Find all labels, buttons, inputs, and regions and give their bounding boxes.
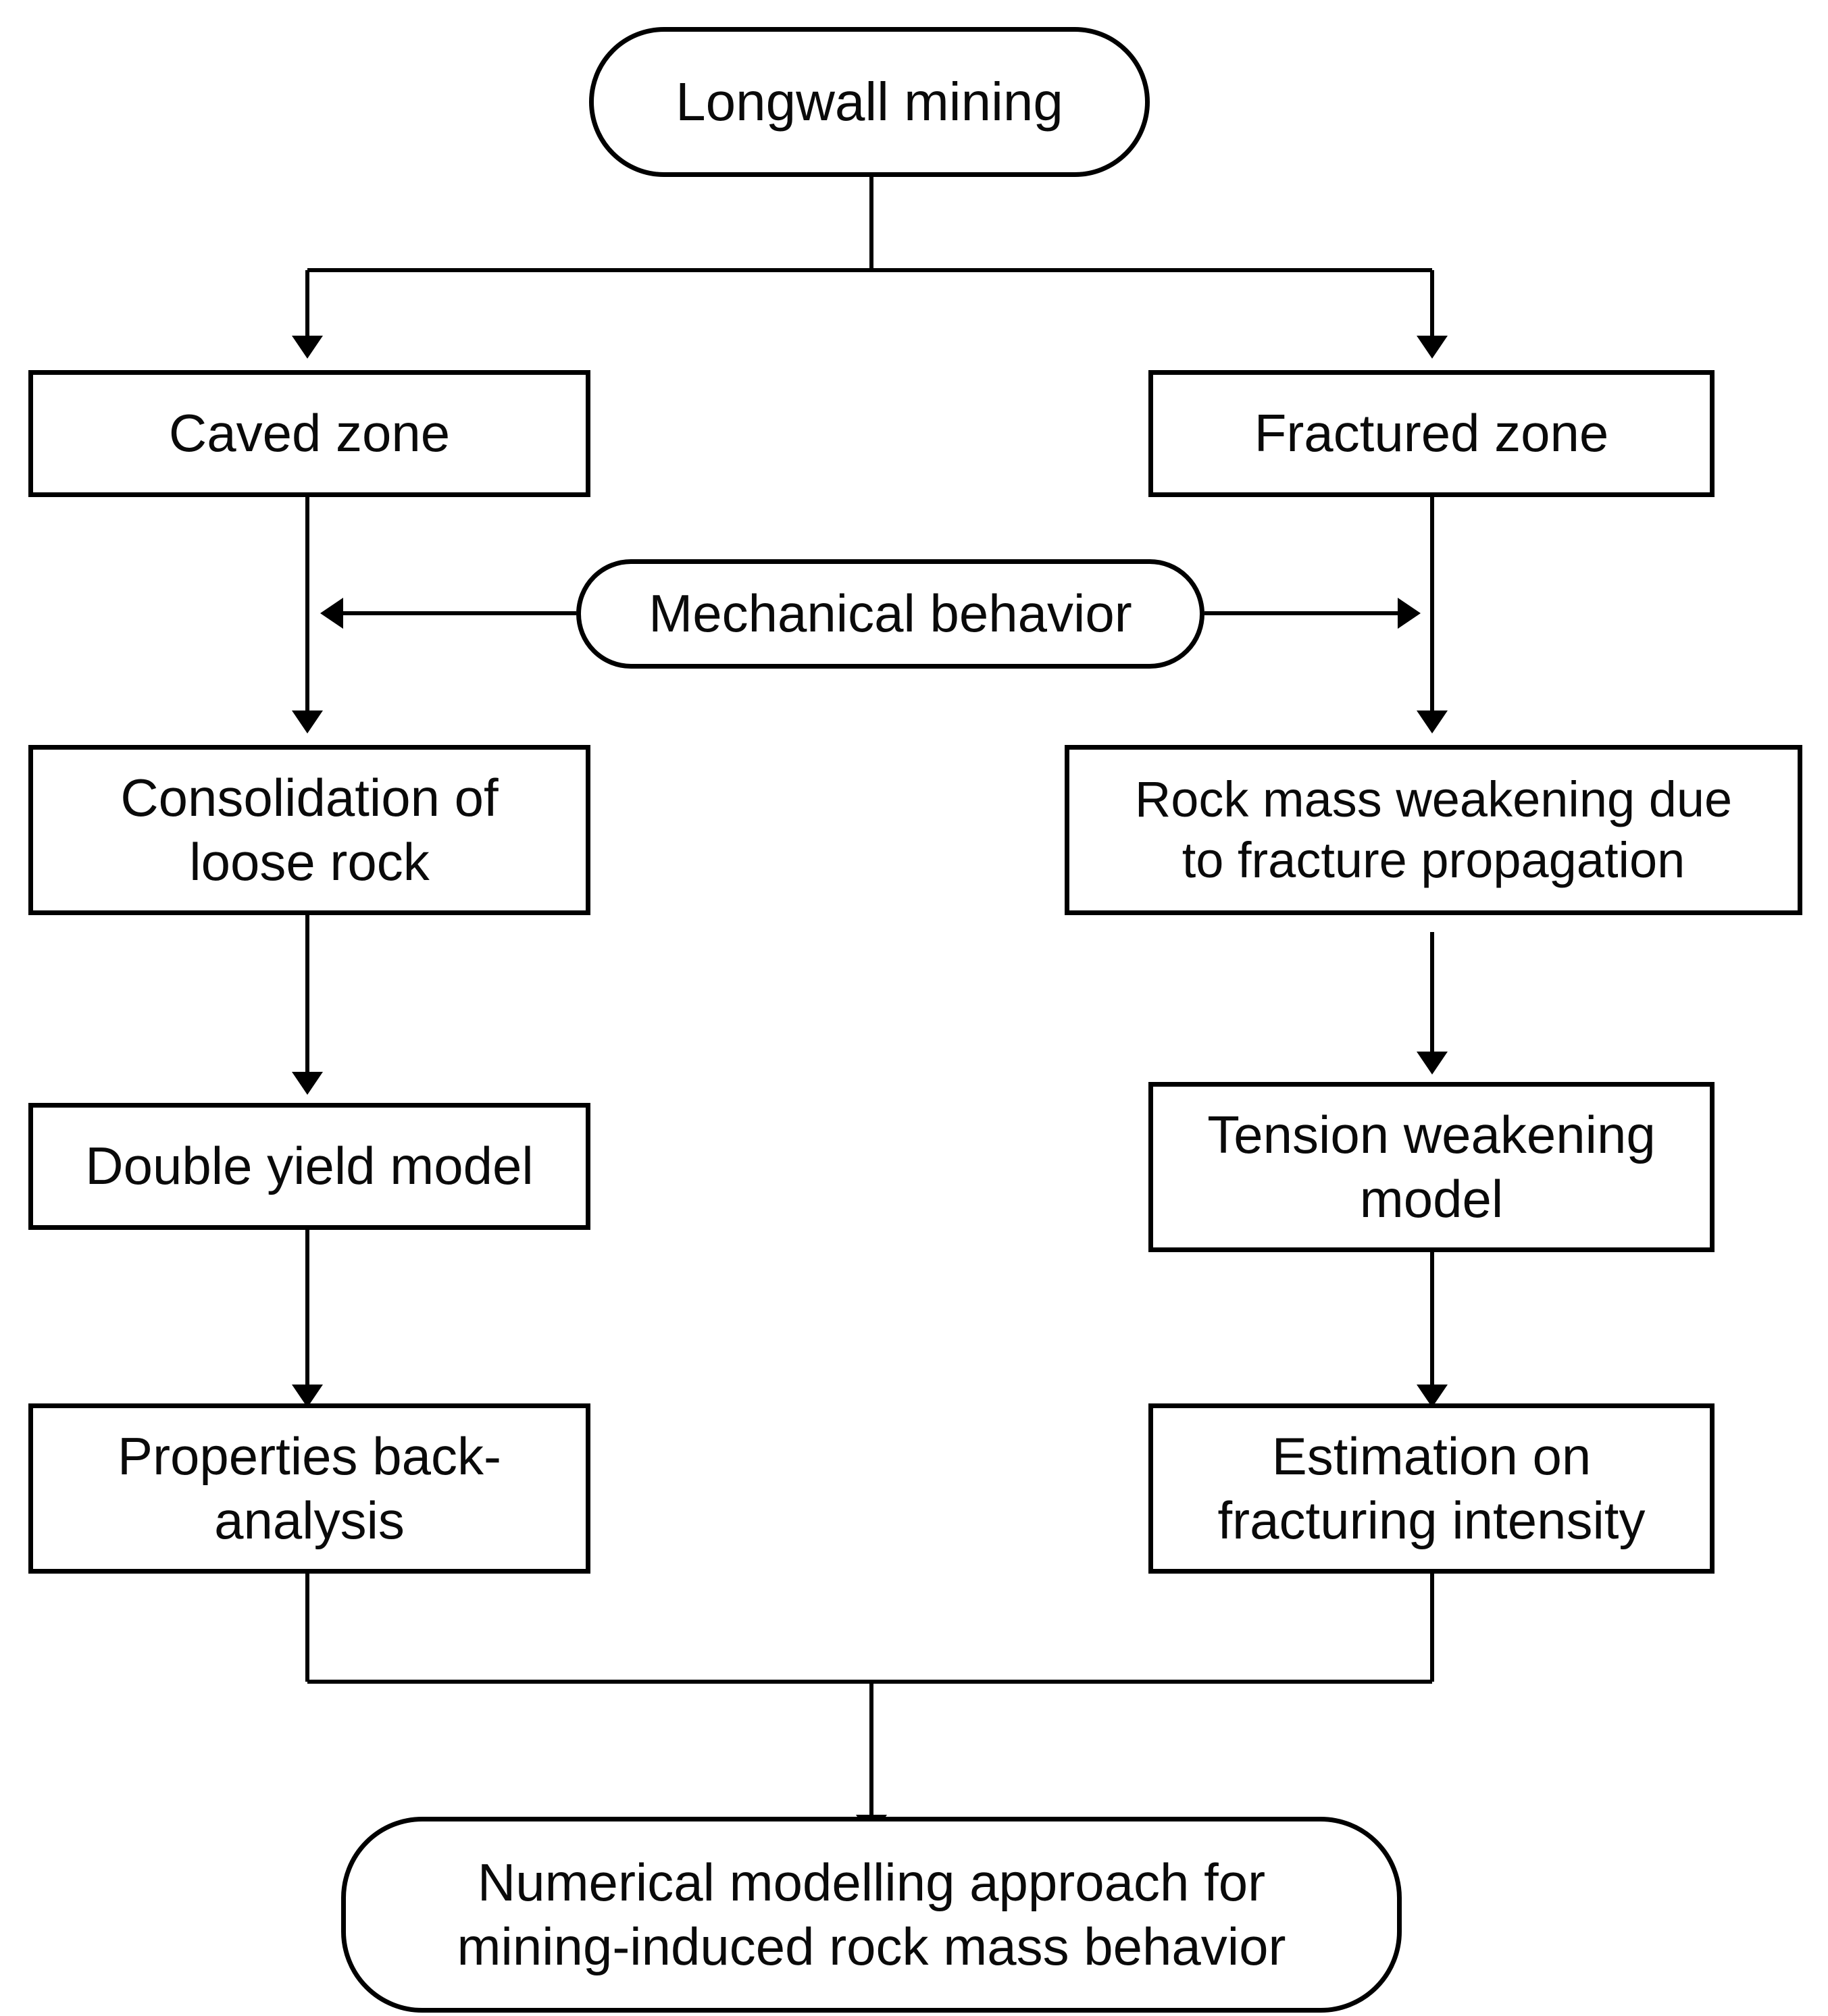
- node-fractured-zone-label: Fractured zone: [1254, 403, 1609, 463]
- node-caved-zone-label: Caved zone: [168, 403, 451, 463]
- node-consolidation-of-loose-rock[interactable]: Consolidation of loose rock: [28, 745, 590, 915]
- node-properties-back-analysis-label: Properties back- analysis: [118, 1426, 501, 1550]
- node-fractured-zone[interactable]: Fractured zone: [1148, 370, 1715, 497]
- node-properties-back-analysis[interactable]: Properties back- analysis: [28, 1403, 590, 1574]
- node-tension-weakening-model[interactable]: Tension weakening model: [1148, 1082, 1715, 1252]
- node-rock-mass-weakening[interactable]: Rock mass weakening due to fracture prop…: [1065, 745, 1802, 915]
- node-longwall-mining[interactable]: Longwall mining: [589, 27, 1150, 177]
- node-double-yield-model[interactable]: Double yield model: [28, 1103, 590, 1230]
- node-numerical-modelling-approach-label: Numerical modelling approach for mining-…: [457, 1852, 1286, 1976]
- node-estimation-on-fracturing-intensity-label: Estimation on fracturing intensity: [1217, 1426, 1646, 1550]
- node-caved-zone[interactable]: Caved zone: [28, 370, 590, 497]
- node-tension-weakening-model-label: Tension weakening model: [1207, 1104, 1656, 1229]
- node-consolidation-label: Consolidation of loose rock: [120, 767, 499, 891]
- node-rock-mass-weakening-label: Rock mass weakening due to fracture prop…: [1134, 771, 1733, 888]
- node-double-yield-model-label: Double yield model: [85, 1136, 534, 1196]
- node-estimation-on-fracturing-intensity[interactable]: Estimation on fracturing intensity: [1148, 1403, 1715, 1574]
- node-longwall-mining-label: Longwall mining: [676, 72, 1063, 132]
- node-mechanical-behavior-label: Mechanical behavior: [649, 584, 1132, 644]
- node-mechanical-behavior[interactable]: Mechanical behavior: [576, 559, 1204, 669]
- node-numerical-modelling-approach[interactable]: Numerical modelling approach for mining-…: [341, 1817, 1402, 2013]
